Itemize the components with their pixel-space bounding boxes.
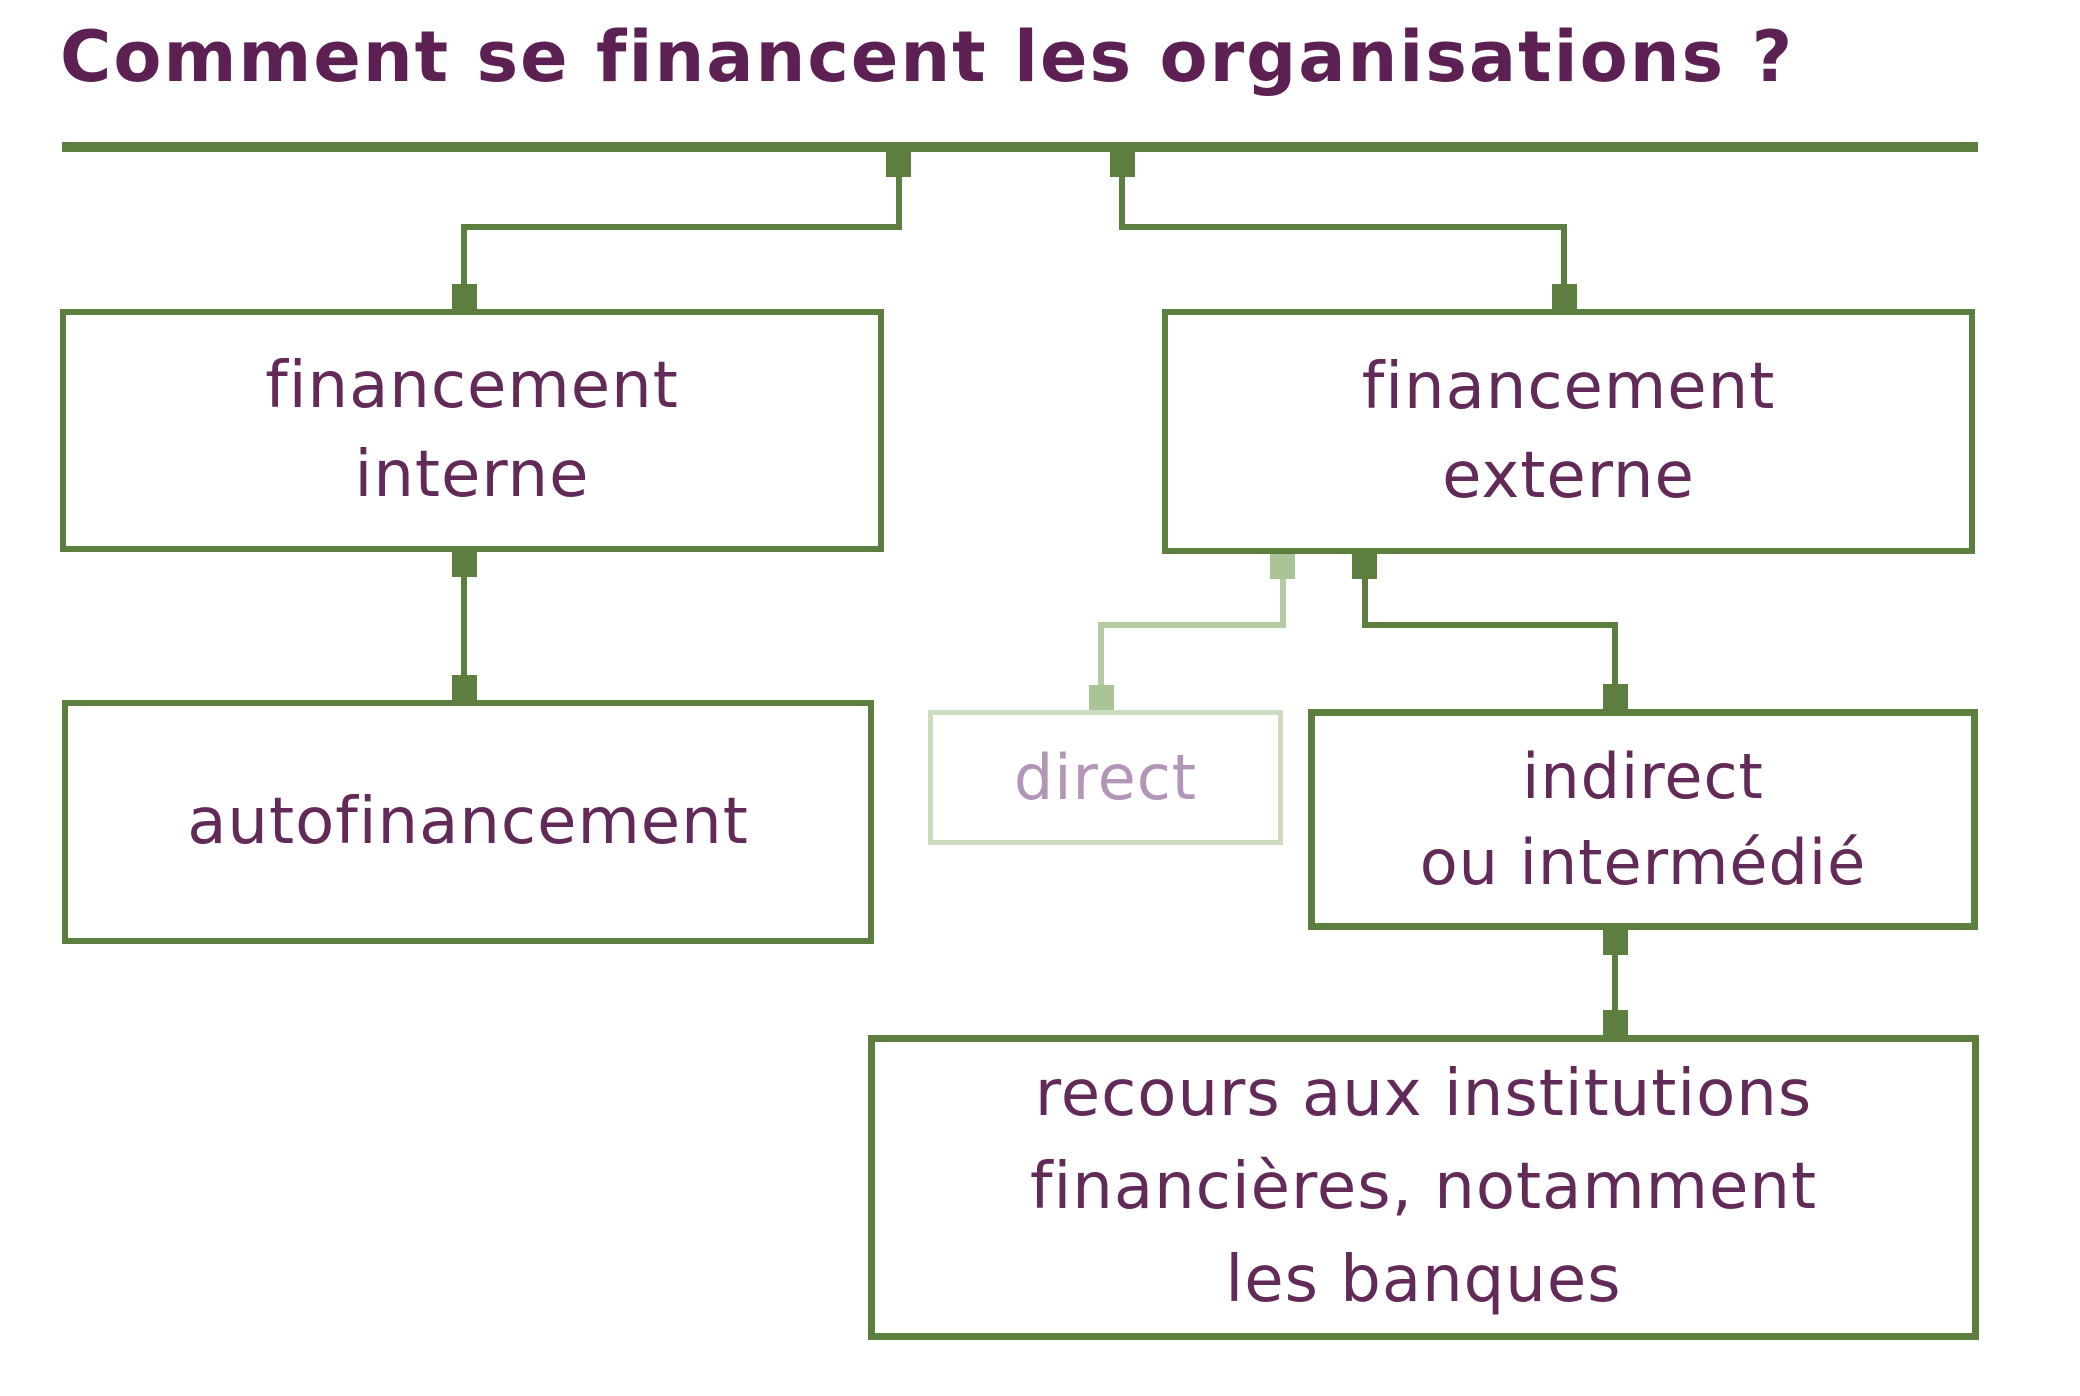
title-underline [62,142,1978,152]
node-financement-interne: financement interne [60,309,884,552]
edge-anchor [1352,554,1377,579]
edge-line [1561,230,1567,284]
node-label: autofinancement [187,784,749,859]
node-direct: direct [928,710,1283,845]
edge-anchor [1110,152,1135,177]
edge-line [1362,622,1618,628]
edge-anchor [1552,284,1577,309]
node-label: indirect ou intermédié [1419,739,1867,899]
node-indirect: indirect ou intermédié [1308,709,1978,930]
edge-anchor [1603,930,1628,955]
diagram-title: Comment se financent les organisations ? [60,16,1795,98]
edge-line [461,577,467,675]
edge-anchor-faded [1270,554,1295,579]
node-label: financement externe [1361,350,1776,513]
edge-anchor [452,552,477,577]
edge-line-faded [1098,628,1104,685]
node-label: recours aux institutions financières, no… [1029,1057,1818,1317]
edge-line [1612,628,1618,684]
node-label: direct [1013,740,1198,814]
edge-line-faded [1098,622,1286,628]
node-recours: recours aux institutions financières, no… [868,1035,1979,1340]
edge-line [461,230,467,284]
node-financement-externe: financement externe [1162,309,1975,554]
edge-anchor [886,152,911,177]
edge-line [1612,955,1618,1010]
edge-anchor [1603,1010,1628,1035]
node-autofinancement: autofinancement [62,700,874,944]
edge-line [896,177,902,224]
edge-anchor [1603,684,1628,709]
node-label: financement interne [265,349,679,512]
edge-anchor [452,675,477,700]
edge-anchor-faded [1089,685,1114,710]
edge-line-faded [1280,579,1286,624]
edge-anchor [452,284,477,309]
edge-line [461,224,902,230]
edge-line [1119,177,1125,224]
edge-line [1119,224,1567,230]
edge-line [1362,579,1368,624]
